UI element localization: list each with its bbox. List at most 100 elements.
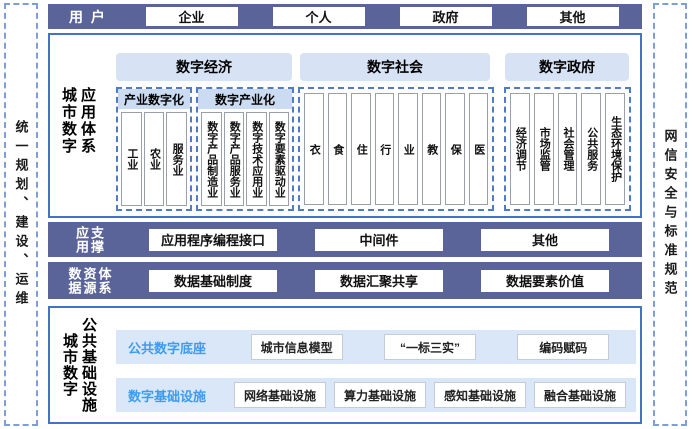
cell-public-service-label: 公共服务 (585, 127, 598, 171)
network-infrastructure-box: 网络基础设施 (234, 382, 326, 408)
cell-economic-regulation-label: 经济调节 (514, 127, 527, 171)
application-support-label: 应用 支撑 (48, 226, 130, 254)
digital-industrialization-group: 数字产业化 数字产品制造业 数字产品服务业 数字技术应用业 数字要素驱动业 (196, 87, 294, 211)
data-resource-items: 数据基础制度 数据汇聚共享 数据要素价值 (130, 269, 642, 292)
cell-services-label: 服务业 (171, 142, 184, 176)
application-support-label-col1: 应用 (74, 225, 89, 254)
data-resource-row: 数据 资源 体系 数据基础制度 数据汇聚共享 数据要素价值 (48, 262, 642, 299)
application-system-label: 城市数字 应用体系 (60, 87, 96, 155)
support-other-box: 其他 (481, 228, 609, 251)
city-information-model-box: 城市信息模型 (250, 334, 343, 360)
cell-social-management: 社会管理 (557, 93, 578, 205)
cell-digital-tech-application-label: 数字技术应用业 (250, 120, 263, 198)
cell-digital-tech-application: 数字技术应用业 (246, 112, 267, 206)
coding-assignment-box: 编码赋码 (517, 334, 610, 360)
computing-infrastructure-box: 算力基础设施 (334, 382, 426, 408)
data-basic-system-box: 数据基础制度 (149, 269, 277, 292)
cell-food-label: 食 (331, 143, 344, 155)
cell-eco-environment-label: 生态环境保护 (609, 116, 622, 182)
cell-travel: 行 (374, 93, 394, 205)
middleware-box: 中间件 (315, 228, 443, 251)
user-item-individual: 个人 (272, 7, 365, 26)
digital-society-cells: 衣 食 住 行 业 教 保 医 (300, 89, 492, 209)
application-support-items: 应用程序编程接口 中间件 其他 (130, 228, 642, 251)
digital-government-cells: 经济调节 市场监管 社会管理 公共服务 生态环境保护 (506, 89, 629, 209)
public-infrastructure-label-col1: 城市数字 (61, 333, 78, 397)
cell-digital-factor-driven-label: 数字要素驱动业 (273, 120, 286, 198)
cell-education-label: 教 (425, 143, 438, 155)
cell-housing-label: 住 (355, 143, 368, 155)
network-security-label: 网信安全与标准规范 (662, 129, 678, 300)
unified-planning-rail: 统一规划、建设、运维 (4, 3, 38, 426)
cell-digital-product-manufacturing-label: 数字产品制造业 (205, 120, 218, 198)
application-system-label-col2: 应用体系 (79, 87, 96, 155)
industry-digitalization-header: 产业数字化 (118, 89, 190, 109)
data-resource-label-col1: 数据 (66, 266, 82, 295)
cell-services: 服务业 (166, 112, 188, 206)
cell-clothing: 衣 (304, 93, 324, 205)
cell-education: 教 (421, 93, 441, 205)
cell-market-supervision: 市场监管 (533, 93, 554, 205)
digital-infrastructure-items: 网络基础设施 算力基础设施 感知基础设施 融合基础设施 (230, 382, 630, 408)
digital-industrialization-cells: 数字产品制造业 数字产品服务业 数字技术应用业 数字要素驱动业 (198, 109, 292, 209)
user-bar: 用 户 企业 个人 政府 其他 (48, 4, 642, 29)
unified-planning-label: 统一规划、建设、运维 (13, 119, 29, 310)
digital-government-group: 经济调节 市场监管 社会管理 公共服务 生态环境保护 (504, 87, 631, 211)
application-system-label-col1: 城市数字 (60, 87, 77, 155)
industry-digitalization-group: 产业数字化 工业 农业 服务业 (116, 87, 192, 211)
digital-government-header: 数字政府 (505, 53, 629, 81)
cell-market-supervision-label: 市场监管 (538, 127, 551, 171)
user-items: 企业 个人 政府 其他 (128, 7, 642, 26)
converged-infrastructure-box: 融合基础设施 (534, 382, 626, 408)
cell-security: 保 (445, 93, 465, 205)
cell-medical: 医 (468, 93, 488, 205)
cell-medical-label: 医 (472, 143, 485, 155)
cell-digital-product-services-label: 数字产品服务业 (228, 120, 241, 198)
data-resource-label-col3: 体系 (96, 266, 112, 295)
digital-infrastructure-band: 数字基础设施 网络基础设施 算力基础设施 感知基础设施 融合基础设施 (116, 378, 636, 412)
public-digital-base-band: 公共数字底座 城市信息模型 “一标三实” 编码赋码 (116, 330, 636, 364)
cell-travel-label: 行 (378, 143, 391, 155)
digital-industrialization-header: 数字产业化 (198, 89, 292, 109)
cell-public-service: 公共服务 (581, 93, 602, 205)
application-support-label-col2: 支撑 (89, 225, 104, 254)
digital-infrastructure-title: 数字基础设施 (128, 388, 207, 404)
data-resource-label: 数据 资源 体系 (48, 267, 130, 295)
cell-digital-product-services: 数字产品服务业 (223, 112, 244, 206)
cell-housing: 住 (351, 93, 371, 205)
public-infrastructure-panel: 城市数字 公共基础设施 公共数字底座 城市信息模型 “一标三实” 编码赋码 数字… (48, 306, 642, 424)
cell-agriculture: 农业 (143, 112, 165, 206)
digital-economy-header: 数字经济 (116, 53, 292, 81)
cell-industry-label: 工业 (125, 148, 138, 170)
public-digital-base-title: 公共数字底座 (128, 340, 207, 356)
application-system-panel: 城市数字 应用体系 数字经济 数字社会 数字政府 产业数字化 工业 农业 服务业… (48, 33, 642, 218)
cell-security-label: 保 (449, 143, 462, 155)
network-security-rail: 网信安全与标准规范 (653, 3, 687, 426)
cell-social-management-label: 社会管理 (561, 127, 574, 171)
public-digital-base-items: 城市信息模型 “一标三实” 编码赋码 (230, 334, 630, 360)
user-item-other: 其他 (526, 7, 619, 26)
cell-agriculture-label: 农业 (148, 148, 161, 170)
api-box: 应用程序编程接口 (149, 228, 277, 251)
data-element-value-box: 数据要素价值 (481, 269, 609, 292)
data-aggregation-sharing-box: 数据汇聚共享 (315, 269, 443, 292)
cell-clothing-label: 衣 (308, 143, 321, 155)
cell-digital-factor-driven: 数字要素驱动业 (268, 112, 289, 206)
cell-industry: 工业 (121, 112, 142, 206)
user-item-enterprise: 企业 (145, 7, 238, 26)
cell-employment: 业 (398, 93, 418, 205)
cell-eco-environment: 生态环境保护 (605, 93, 625, 205)
industry-digitalization-cells: 工业 农业 服务业 (118, 109, 190, 209)
application-support-row: 应用 支撑 应用程序编程接口 中间件 其他 (48, 222, 642, 257)
user-bar-label: 用 户 (69, 8, 107, 25)
digital-society-group: 衣 食 住 行 业 教 保 医 (298, 87, 494, 211)
one-standard-three-reals-box: “一标三实” (383, 334, 476, 360)
public-infrastructure-label: 城市数字 公共基础设施 (61, 316, 97, 414)
sensing-infrastructure-box: 感知基础设施 (434, 382, 526, 408)
data-resource-label-col2: 资源 (81, 266, 97, 295)
digital-society-header: 数字社会 (300, 53, 490, 81)
public-infrastructure-label-col2: 公共基础设施 (80, 317, 97, 413)
cell-digital-product-manufacturing: 数字产品制造业 (201, 112, 222, 206)
cell-food: 食 (327, 93, 347, 205)
cell-employment-label: 业 (402, 143, 415, 155)
